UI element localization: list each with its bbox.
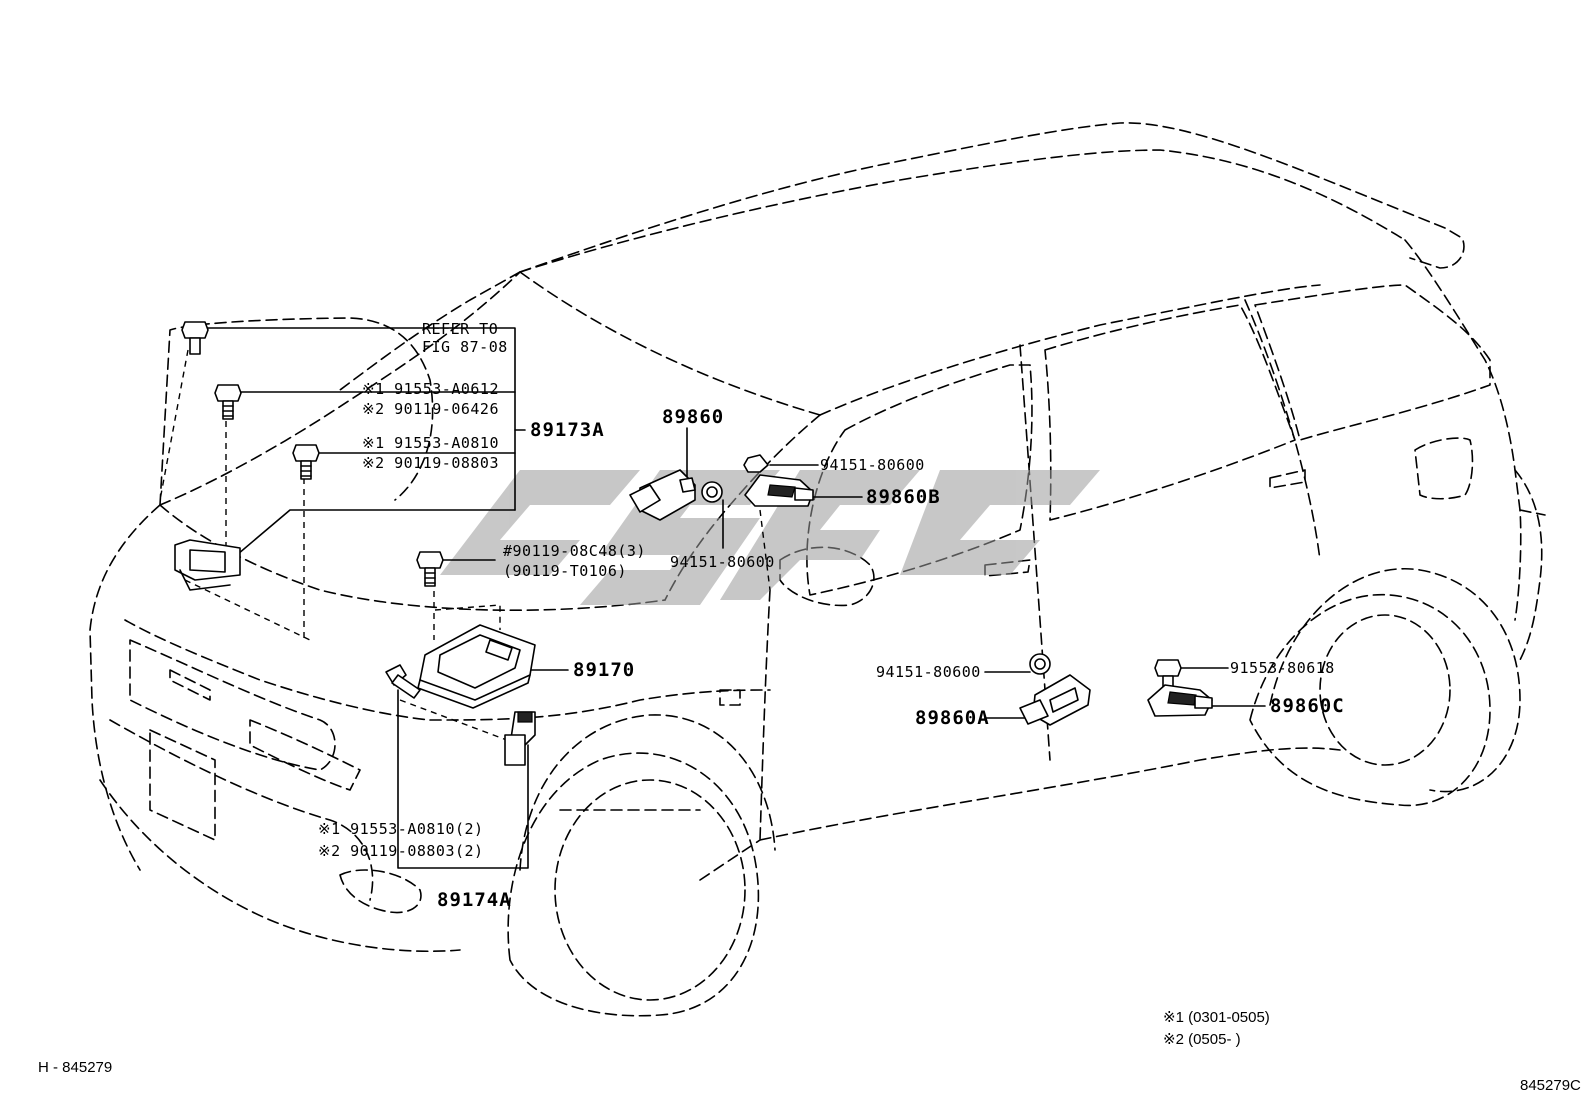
nut-top-icon xyxy=(743,454,769,473)
refer-fig-line2: FIG 87-08 xyxy=(422,338,508,356)
nut-rear-part-label: 94151-80600 xyxy=(876,663,981,681)
part-89174a-label: 89174A xyxy=(437,889,512,911)
bolt-center-part-label: #90119-08C48(3) xyxy=(503,542,646,560)
diagram-id-left: H - 845279 xyxy=(38,1059,113,1076)
diagram-id-right: 845279C xyxy=(1520,1077,1581,1094)
part-89860c-label: 89860C xyxy=(1270,695,1345,717)
airbag-control-unit-icon xyxy=(417,624,536,709)
bolt-b-icon xyxy=(292,444,320,480)
parts xyxy=(174,321,1213,766)
lower-bolt-variant1-label: ※1 91553-A0810(2) xyxy=(318,820,484,838)
front-impact-sensor-icon xyxy=(174,539,241,591)
nut-rear-icon xyxy=(1029,653,1051,675)
side-impact-sensor-front-icon xyxy=(504,711,536,766)
part-89860b-label: 89860B xyxy=(866,486,941,508)
part-89860-label: 89860 xyxy=(662,406,725,428)
watermark-graphic xyxy=(440,470,1100,605)
bolt-a-variant2-label: ※2 90119-06426 xyxy=(362,400,499,418)
bolt-b-variant1-label: ※1 91553-A0810 xyxy=(362,434,499,452)
bolt-a-icon xyxy=(214,384,242,420)
bolt-center-alt-label: (90119-T0106) xyxy=(503,562,627,580)
sensor-89860-icon xyxy=(629,469,696,521)
bolt-center-icon xyxy=(416,551,444,587)
part-89170-label: 89170 xyxy=(573,659,636,681)
bolt-lower-icon xyxy=(385,664,421,699)
bolt-rear-icon xyxy=(1154,659,1182,689)
sensor-89860a-icon xyxy=(1019,674,1091,726)
part-89860a-label: 89860A xyxy=(915,707,990,729)
refer-fig-line1: REFER TO xyxy=(422,320,499,338)
leader-lines xyxy=(159,327,1266,869)
bolt-rear-part-label: 91553-80618 xyxy=(1230,659,1335,677)
nut-left-icon xyxy=(701,481,723,503)
part-89173a-label: 89173A xyxy=(530,419,605,441)
bolt-a-variant1-label: ※1 91553-A0612 xyxy=(362,380,499,398)
nut-top-part-label: 94151-80600 xyxy=(820,456,925,474)
note-period-1: ※1 (0301-0505) xyxy=(1163,1009,1270,1026)
bolt-b-variant2-label: ※2 90119-08803 xyxy=(362,454,499,472)
vehicle-outline xyxy=(89,122,1546,1017)
sensor-89860b-icon xyxy=(744,474,814,507)
lower-bolt-variant2-label: ※2 90119-08803(2) xyxy=(318,842,484,860)
nut-left-part-label: 94151-80600 xyxy=(670,553,775,571)
note-period-2: ※2 (0505- ) xyxy=(1163,1031,1241,1048)
bolt-refer-fig-icon xyxy=(181,321,209,355)
sensor-89860c-icon xyxy=(1147,684,1213,717)
